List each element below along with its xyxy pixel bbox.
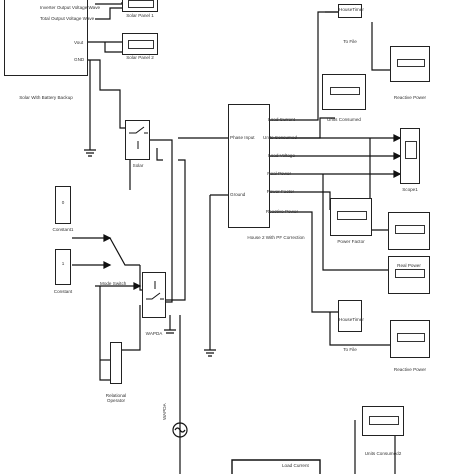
display-power-factor-screen <box>337 211 367 220</box>
solar-switch-label: Solar <box>132 163 144 168</box>
arrow-scope-2 <box>393 152 402 160</box>
display-reactive-power-top[interactable] <box>390 46 430 82</box>
scope-label: Scope1 <box>402 187 418 192</box>
display-units-consumed-screen <box>330 87 360 95</box>
display-units-consumed-2-screen <box>369 416 399 425</box>
house-timer-bottom-name: HouseTimer <box>339 317 364 322</box>
arrow-scope-3 <box>393 170 402 178</box>
house-output-load-current: Load Current <box>268 117 295 122</box>
battery-port-vout: Vout <box>74 40 84 45</box>
constant-value: 1 <box>61 261 65 266</box>
wapda-source-symbol <box>172 422 188 438</box>
bottom-house-port-load-current: Load Current <box>282 463 309 468</box>
house-timer-top-name: HouseTimer <box>339 7 364 12</box>
battery-subsystem-block[interactable] <box>4 0 88 76</box>
ground-wapda <box>164 329 176 334</box>
wire-relational-out <box>120 305 141 351</box>
display-reactive-power-mid[interactable] <box>388 212 430 250</box>
display-units-consumed-2-label: Units Consumed2 <box>364 451 402 456</box>
house-subsystem-label: House 2 With PF Correction <box>247 235 305 240</box>
constant-block[interactable] <box>55 249 71 285</box>
house-input-ground: Ground <box>230 192 246 197</box>
wire-power-factor <box>270 191 331 210</box>
wire-real-to-realdisp <box>322 174 388 271</box>
display-units-consumed[interactable] <box>322 74 366 110</box>
relational-operator-block[interactable] <box>110 342 122 384</box>
ground-solar <box>84 149 96 157</box>
scope-block[interactable] <box>400 128 420 184</box>
wire-vout-to-panel2 <box>104 42 122 53</box>
battery-subsystem-label: Solar With Battery Backup <box>19 95 73 100</box>
wire-battery-total <box>95 7 122 20</box>
house-output-load-voltage: Load Voltage <box>268 153 295 158</box>
mode-switch-label: Mode Switch <box>100 281 127 286</box>
constant1-label: Constant1 <box>52 227 74 232</box>
display-real-power[interactable] <box>388 256 430 294</box>
house-input-phase: Phase Input <box>230 135 255 140</box>
wire-battery-inverter <box>95 2 123 5</box>
wire-to-reactive-bottom <box>329 312 390 346</box>
house-subsystem-block[interactable] <box>228 104 270 228</box>
wapda-switch-label: WAPDA <box>145 331 163 336</box>
display-reactive-power-bottom-label: Reactive Power <box>393 367 427 372</box>
house-timer-bottom-tofile: To File <box>343 347 357 352</box>
wire-wapda-out <box>165 159 186 301</box>
wapda-source-wave <box>174 427 186 433</box>
battery-port-total-output: Total Output Voltage Wave <box>40 16 95 21</box>
wire-mode-down <box>99 286 110 381</box>
constant1-block[interactable] <box>55 186 71 224</box>
relational-operator-label: Relational Operator <box>105 393 127 403</box>
solar-switch-block[interactable] <box>125 120 150 160</box>
wire-solar-gnd <box>156 148 163 161</box>
display-reactive-power-bottom-screen <box>397 333 425 342</box>
solar-switch-symbol <box>129 126 148 149</box>
arrow-mode <box>133 282 142 290</box>
wapda-source-label: WAPDA <box>162 403 167 420</box>
wire-solar-out <box>150 139 173 303</box>
display-power-factor[interactable] <box>330 198 372 236</box>
house-output-units-consumed: Units Consumed <box>263 135 297 140</box>
display-reactive-power-mid-screen <box>395 225 425 234</box>
bottom-house-block-border <box>231 459 321 474</box>
display-reactive-power-top-screen <box>397 59 425 67</box>
ground-house <box>204 349 216 357</box>
wire-battery-gnd <box>88 59 125 129</box>
house-output-real-power: Real Power <box>267 171 291 176</box>
wire-house-to-top-reactive <box>371 22 390 71</box>
wapda-switch-block[interactable] <box>142 272 166 318</box>
display-real-power-label: Real Power <box>397 263 421 268</box>
arrow-constant <box>103 261 112 269</box>
wire-mode-switch <box>109 237 140 266</box>
wire-react-to-reactdisp <box>369 138 388 231</box>
display-solar-panel-2-label: Solar Panel 2 <box>126 55 154 60</box>
house-timer-top-block[interactable] <box>338 4 362 18</box>
wapda-switch-symbol <box>146 281 164 300</box>
display-reactive-power-top-label: Reactive Power <box>393 95 427 100</box>
constant1-value: 0 <box>61 200 65 205</box>
display-power-factor-label: Power Factor <box>337 239 365 244</box>
display-units-consumed-2[interactable] <box>362 406 404 436</box>
display-solar-panel-2[interactable] <box>122 33 158 55</box>
house-output-reactive-power: Reactive Power <box>265 209 298 214</box>
arrow-constant1 <box>103 234 112 242</box>
wire-reactive <box>270 211 338 313</box>
house-timer-bottom-block[interactable] <box>338 300 362 332</box>
arrow-scope-1 <box>393 134 402 142</box>
constant-label: Constant <box>53 289 73 294</box>
display-real-power-screen <box>395 269 425 278</box>
display-solar-panel-1[interactable] <box>122 0 158 12</box>
display-solar-panel-1-label: Solar Panel 1 <box>126 13 154 18</box>
house-timer-top-tofile: To File <box>343 39 357 44</box>
display-units-consumed-label: Units Consumed <box>327 117 361 122</box>
display-reactive-power-bottom[interactable] <box>390 320 430 358</box>
scope-screen <box>405 141 417 159</box>
battery-port-gnd: GND <box>74 57 85 62</box>
display-solar-panel-2-screen <box>128 40 154 49</box>
battery-port-inverter-output: Inverter Output Voltage Wave <box>40 5 101 10</box>
house-output-power-factor: Power Factor <box>266 189 294 194</box>
display-solar-panel-1-screen <box>128 0 154 8</box>
